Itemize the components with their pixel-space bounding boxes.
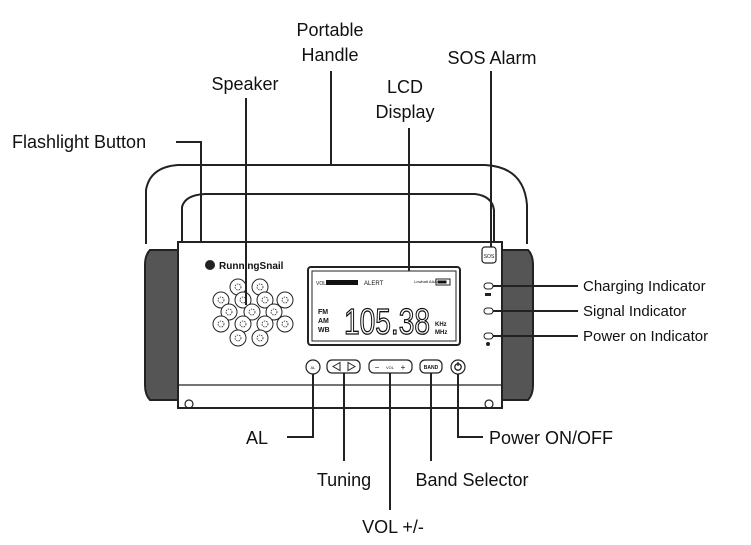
lcd-vol-bar xyxy=(326,280,358,285)
label-band-selector: Band Selector xyxy=(415,470,528,490)
label-sos-alarm: SOS Alarm xyxy=(447,48,536,68)
sos-button-label: SOS xyxy=(484,254,495,260)
lcd-band-am: AM xyxy=(318,318,329,325)
leader-power-button xyxy=(457,374,483,438)
label-vol: VOL +/- xyxy=(362,517,424,537)
brand-logo-icon xyxy=(205,260,215,270)
lcd-lowbatt: Lowbatt AAA xyxy=(414,279,437,284)
label-flashlight-button: Flashlight Button xyxy=(12,132,146,152)
handle-inner xyxy=(181,193,495,244)
label-charging-indicator: Charging Indicator xyxy=(583,278,706,295)
speaker-hole-inner xyxy=(281,296,289,304)
speaker-hole xyxy=(251,329,269,347)
lcd-vol: VOL xyxy=(316,281,326,287)
speaker-hole-inner xyxy=(234,334,242,342)
volume-buttons[interactable]: − VOL + xyxy=(368,359,413,374)
label-tuning: Tuning xyxy=(317,470,371,490)
al-button[interactable]: AL xyxy=(305,359,321,375)
portable-handle xyxy=(145,164,528,244)
label-power-on-off: Power ON/OFF xyxy=(489,428,613,448)
label-al: AL xyxy=(246,428,268,448)
left-bumper xyxy=(144,249,179,401)
foot-right xyxy=(484,399,494,409)
vol-plus-label[interactable]: + xyxy=(401,363,406,372)
al-button-label: AL xyxy=(311,365,317,370)
speaker-grill xyxy=(212,278,294,347)
speaker-hole-inner xyxy=(217,296,225,304)
speaker-hole-inner xyxy=(239,320,247,328)
foot-left xyxy=(184,399,194,409)
label-power-on-indicator: Power on Indicator xyxy=(583,328,708,345)
label-speaker: Speaker xyxy=(211,74,278,94)
label-display: Display xyxy=(375,102,434,122)
lcd-frequency: 105.38 xyxy=(344,301,430,342)
band-button[interactable]: BAND xyxy=(419,359,443,374)
tuning-buttons[interactable] xyxy=(326,359,361,374)
label-signal-indicator: Signal Indicator xyxy=(583,303,686,320)
power-indicator-light xyxy=(483,332,494,340)
lcd-unit-khz: KHz xyxy=(435,322,447,328)
lcd-unit-mhz: MHz xyxy=(435,330,447,336)
speaker-hole xyxy=(212,315,230,333)
tune-down-icon[interactable] xyxy=(331,361,341,372)
signal-indicator-light xyxy=(483,307,494,315)
tune-up-icon[interactable] xyxy=(347,361,357,372)
right-bumper xyxy=(501,249,534,401)
lcd-band-fm: FM xyxy=(318,309,328,316)
callout-labels: Portable Handle SOS Alarm Speaker LCD Di… xyxy=(12,20,708,537)
speaker-hole-inner xyxy=(261,296,269,304)
brand-name: RunningSnail xyxy=(219,261,284,272)
charging-indicator-light xyxy=(483,282,494,290)
vol-minus-label[interactable]: − xyxy=(375,363,380,372)
speaker-hole xyxy=(243,303,261,321)
power-indicator-icon xyxy=(486,342,490,346)
speaker-hole-inner xyxy=(281,320,289,328)
speaker-hole xyxy=(276,315,294,333)
lcd-alert: ALERT xyxy=(364,281,384,287)
label-portable-handle-1: Portable xyxy=(296,20,363,40)
leader-flashlight xyxy=(176,141,202,243)
speaker-hole xyxy=(276,291,294,309)
speaker-hole xyxy=(212,291,230,309)
lcd-battery-fill xyxy=(437,280,447,284)
label-portable-handle-2: Handle xyxy=(301,45,358,65)
charging-indicator-icon xyxy=(485,293,491,296)
speaker-hole-inner xyxy=(248,308,256,316)
speaker-hole-inner xyxy=(261,320,269,328)
speaker-hole-inner xyxy=(234,283,242,291)
speaker-hole xyxy=(229,329,247,347)
lcd-band-wb: WB xyxy=(318,327,330,334)
speaker-hole xyxy=(265,303,283,321)
speaker-hole xyxy=(220,303,238,321)
speaker-hole-inner xyxy=(225,308,233,316)
speaker-hole-inner xyxy=(270,308,278,316)
sos-button[interactable]: SOS xyxy=(481,246,497,264)
leader-al xyxy=(287,374,314,438)
speaker-hole-inner xyxy=(217,320,225,328)
power-button[interactable] xyxy=(450,359,466,375)
speaker-hole-inner xyxy=(256,334,264,342)
label-lcd: LCD xyxy=(387,77,423,97)
callout-lines xyxy=(176,71,578,510)
radio-device: RunningSnail VOL ALERT Lowbatt AAA FM AM… xyxy=(144,164,534,409)
lcd-battery-icon xyxy=(435,278,451,286)
speaker-hole xyxy=(256,291,274,309)
band-button-label: BAND xyxy=(424,365,439,371)
vol-text-label: VOL xyxy=(386,365,395,370)
speaker-hole-inner xyxy=(256,283,264,291)
